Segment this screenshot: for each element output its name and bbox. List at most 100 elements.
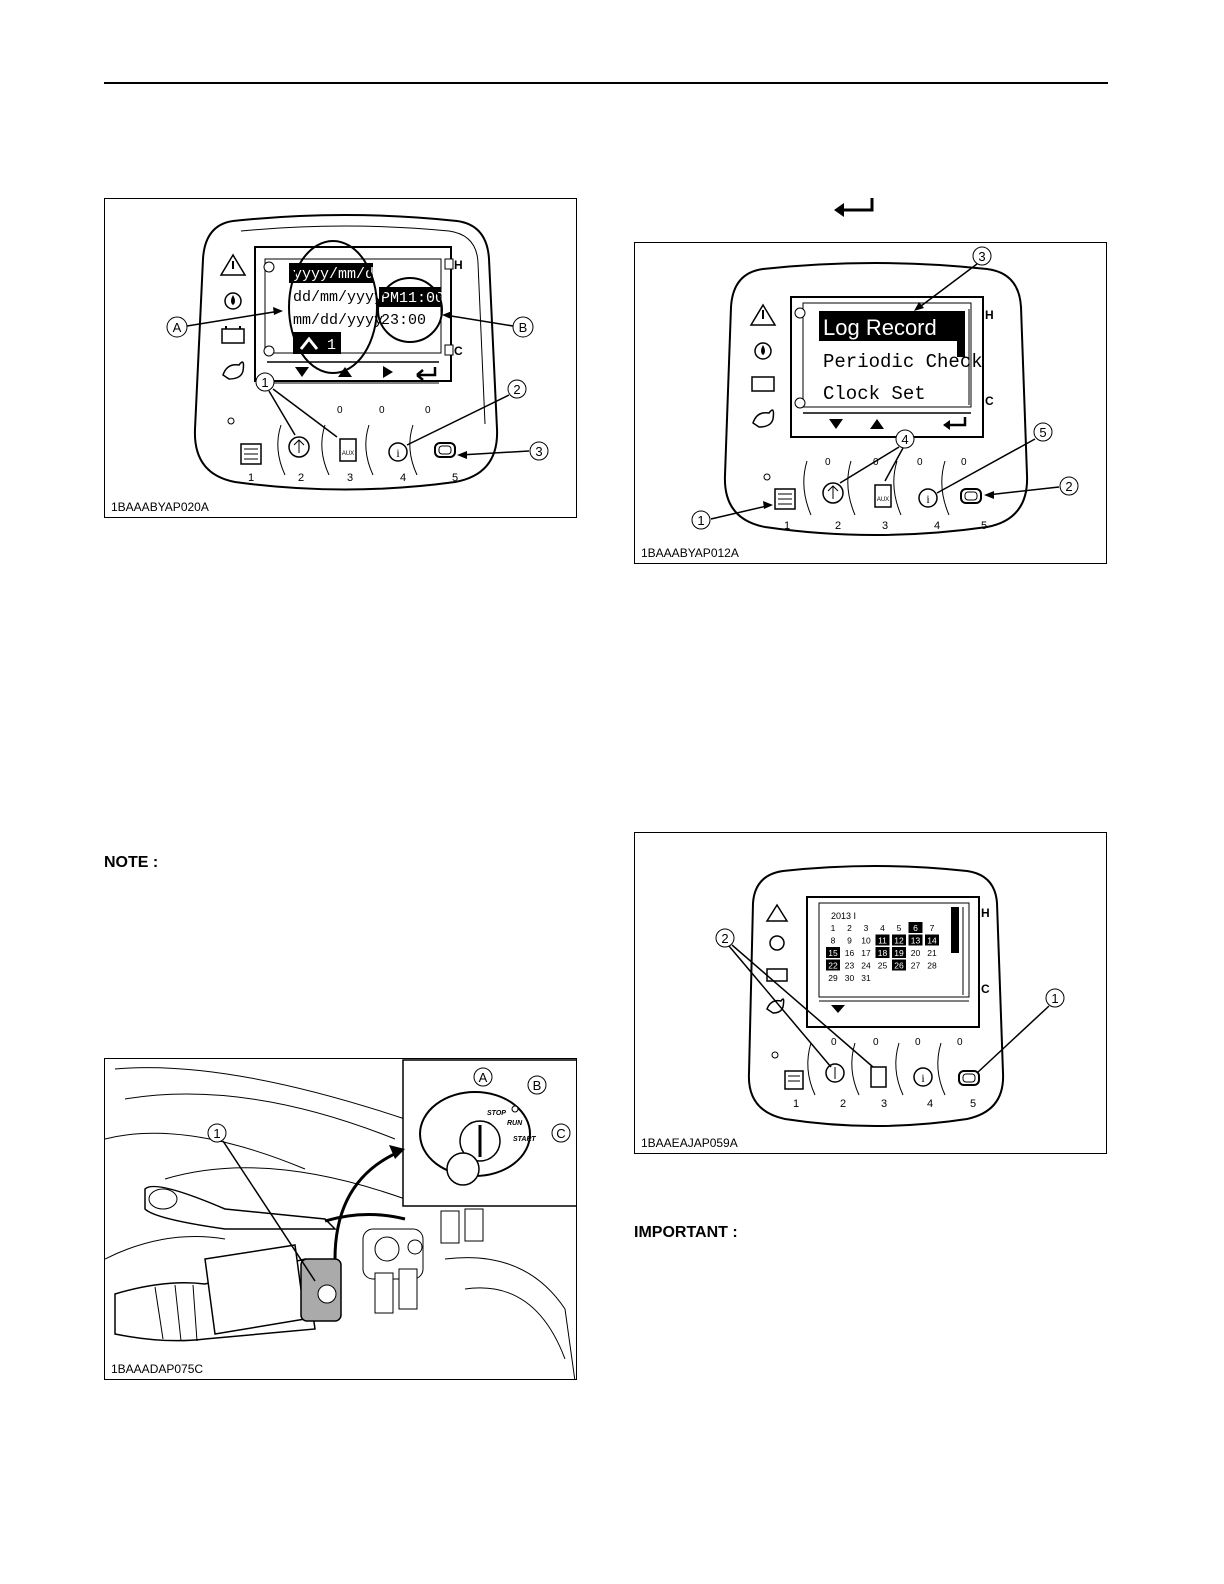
back-label: 1	[327, 337, 336, 354]
hook-icon	[825, 1063, 845, 1083]
date-format-option-1: yyyy/mm/dd	[293, 266, 383, 283]
calendar-day: 2	[847, 923, 852, 933]
oil-icon	[224, 292, 242, 310]
menu-icon	[784, 1070, 804, 1090]
button-number-1: 1	[784, 520, 790, 532]
menu-item-clock-set[interactable]: Clock Set	[823, 383, 926, 405]
callout-1: 1	[213, 1126, 220, 1141]
scrollbar-thumb[interactable]	[951, 907, 959, 953]
camera-icon	[958, 1070, 980, 1086]
calendar-day: 25	[878, 961, 888, 971]
camera-icon	[960, 488, 982, 504]
warning-icon	[765, 903, 789, 922]
callout-2: 2	[721, 931, 728, 946]
hook-icon	[822, 482, 844, 504]
key-position-run: RUN	[507, 1120, 523, 1127]
callout-c: C	[556, 1126, 565, 1141]
calendar-day: 4	[880, 923, 885, 933]
time-format-option-2: 23:00	[381, 312, 426, 329]
callout-4: 4	[901, 432, 908, 447]
key-position-stop: STOP	[487, 1110, 506, 1117]
svg-text:0: 0	[915, 1037, 921, 1048]
info-icon: i	[918, 488, 938, 508]
calendar-day: 22	[828, 961, 838, 971]
calendar-day: 26	[894, 961, 904, 971]
calendar-day: 24	[861, 961, 871, 971]
figure-id: 1BAAEAJAP059A	[641, 1136, 738, 1150]
calendar-day: 6	[913, 923, 918, 933]
indicator-h: H	[981, 906, 990, 920]
svg-text:0: 0	[917, 457, 923, 468]
calendar-day: 10	[861, 936, 871, 946]
calendar-day: 12	[894, 936, 904, 946]
indicator-c: C	[985, 394, 994, 408]
hook-icon	[288, 436, 310, 458]
calendar-day: 29	[828, 973, 838, 983]
button-number-1: 1	[248, 472, 254, 484]
menu-item-log-record[interactable]: Log Record	[823, 315, 937, 340]
menu-panel-drawing: H C Log Record Periodic Check Clock Set …	[691, 246, 1079, 536]
button-number-5: 5	[970, 1098, 976, 1110]
date-format-option-2: dd/mm/yyyy	[293, 289, 383, 306]
calendar-day-highlight	[925, 934, 939, 946]
calendar-day: 5	[897, 923, 902, 933]
calendar-day: 18	[878, 948, 888, 958]
calendar-day: 17	[861, 948, 871, 958]
callout-1: 1	[697, 513, 704, 528]
indicator-c: C	[454, 344, 463, 358]
calendar-day-highlight	[908, 922, 923, 933]
svg-text:i: i	[396, 446, 400, 460]
button-number-3: 3	[882, 520, 888, 532]
callout-1: 1	[261, 375, 268, 390]
calendar-day-highlight	[826, 959, 840, 971]
button-number-1: 1	[793, 1098, 799, 1110]
menu-item-periodic-check[interactable]: Periodic Check	[823, 351, 983, 373]
svg-text:i: i	[926, 492, 930, 506]
aux-icon	[870, 1066, 887, 1088]
svg-text:0: 0	[425, 405, 431, 416]
key-position-start: START	[513, 1136, 536, 1143]
calendar-day: 13	[911, 936, 921, 946]
display-panel-drawing: yyyy/mm/dd dd/mm/yyyy mm/dd/yyyy 1 PM11:…	[166, 214, 549, 491]
figure-id: 1BAAADAP075C	[111, 1362, 204, 1376]
button-number-2: 2	[840, 1098, 846, 1110]
oil-icon	[754, 342, 772, 360]
callout-a: A	[173, 320, 182, 335]
calendar-day: 27	[911, 961, 921, 971]
calendar-day: 15	[828, 948, 838, 958]
calendar-day: 8	[831, 936, 836, 946]
indicator-c: C	[981, 982, 990, 996]
header-rule	[104, 82, 1108, 84]
callout-3: 3	[978, 249, 985, 264]
calendar-day: 23	[845, 961, 855, 971]
figure-key-switch: STOP RUN START A B C 1 1BAAADAP075C	[104, 1058, 577, 1380]
svg-text:0: 0	[873, 1037, 879, 1048]
callout-2: 2	[1065, 479, 1072, 494]
callout-a: A	[479, 1070, 488, 1085]
button-number-4: 4	[400, 472, 406, 484]
info-icon: i	[913, 1067, 933, 1087]
scrollbar-thumb[interactable]	[957, 311, 965, 357]
svg-text:0: 0	[337, 405, 343, 416]
button-number-5: 5	[452, 472, 458, 484]
rabbit-icon	[766, 998, 785, 1014]
calendar-day: 19	[894, 948, 904, 958]
button-number-2: 2	[835, 520, 841, 532]
battery-icon	[766, 968, 788, 982]
button-number-5: 5	[981, 520, 987, 532]
callout-b: B	[519, 320, 528, 335]
key-switch-drawing: STOP RUN START A B C 1	[105, 1059, 576, 1379]
callout-5: 5	[1039, 425, 1046, 440]
svg-text:0: 0	[379, 405, 385, 416]
menu-icon	[240, 443, 262, 465]
button-number-4: 4	[934, 520, 940, 532]
calendar-day: 1	[831, 923, 836, 933]
svg-text:AUX: AUX	[877, 497, 889, 503]
calendar-day: 31	[861, 973, 871, 983]
button-number-4: 4	[927, 1098, 933, 1110]
button-number-3: 3	[347, 472, 353, 484]
menu-icon	[774, 488, 796, 510]
battery-icon	[221, 326, 245, 344]
